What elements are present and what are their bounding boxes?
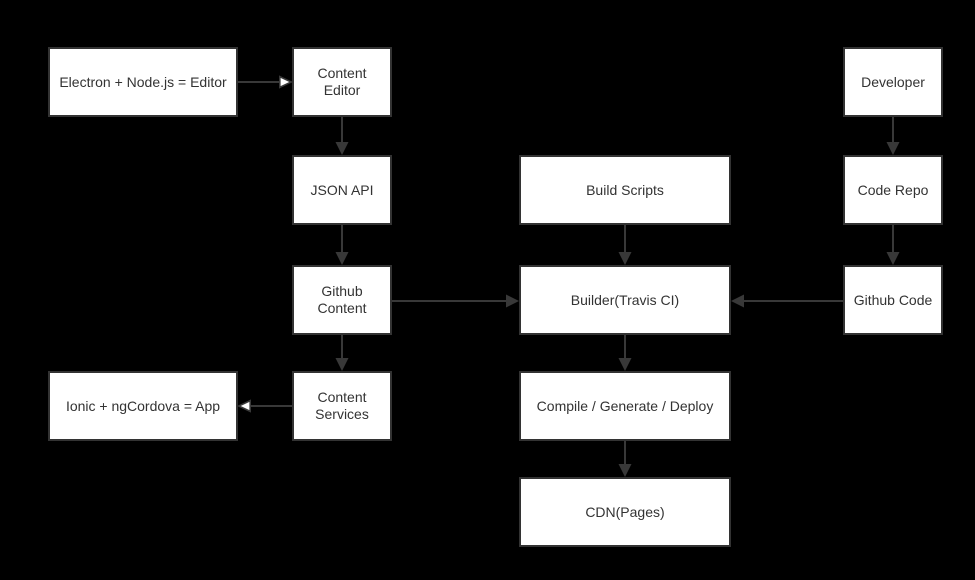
- node-content-services-label: Content Services: [315, 389, 369, 422]
- node-code-repo: Code Repo: [843, 155, 943, 225]
- node-builder-travis-ci: Builder(Travis CI): [519, 265, 731, 335]
- node-content-editor: Content Editor: [292, 47, 392, 117]
- node-developer-label: Developer: [861, 73, 925, 90]
- node-github-content: Github Content: [292, 265, 392, 335]
- node-electron-editor-label: Electron + Node.js = Editor: [59, 73, 227, 90]
- node-builder-travis-ci-label: Builder(Travis CI): [570, 291, 680, 308]
- node-cdn-pages-label: CDN(Pages): [585, 503, 665, 520]
- node-content-services: Content Services: [292, 371, 392, 441]
- node-compile-generate-deploy-label: Compile / Generate / Deploy: [536, 397, 714, 414]
- node-github-code-label: Github Code: [853, 291, 933, 308]
- node-json-api: JSON API: [292, 155, 392, 225]
- node-github-code: Github Code: [843, 265, 943, 335]
- node-developer: Developer: [843, 47, 943, 117]
- node-json-api-label: JSON API: [310, 181, 374, 198]
- node-build-scripts-label: Build Scripts: [586, 181, 664, 198]
- node-compile-generate-deploy: Compile / Generate / Deploy: [519, 371, 731, 441]
- node-github-content-label: Github Content: [317, 283, 367, 316]
- node-build-scripts: Build Scripts: [519, 155, 731, 225]
- node-ionic-app-label: Ionic + ngCordova = App: [65, 397, 221, 414]
- node-content-editor-label: Content Editor: [317, 65, 367, 98]
- node-cdn-pages: CDN(Pages): [519, 477, 731, 547]
- node-electron-editor: Electron + Node.js = Editor: [48, 47, 238, 117]
- node-code-repo-label: Code Repo: [857, 181, 929, 198]
- node-ionic-app: Ionic + ngCordova = App: [48, 371, 238, 441]
